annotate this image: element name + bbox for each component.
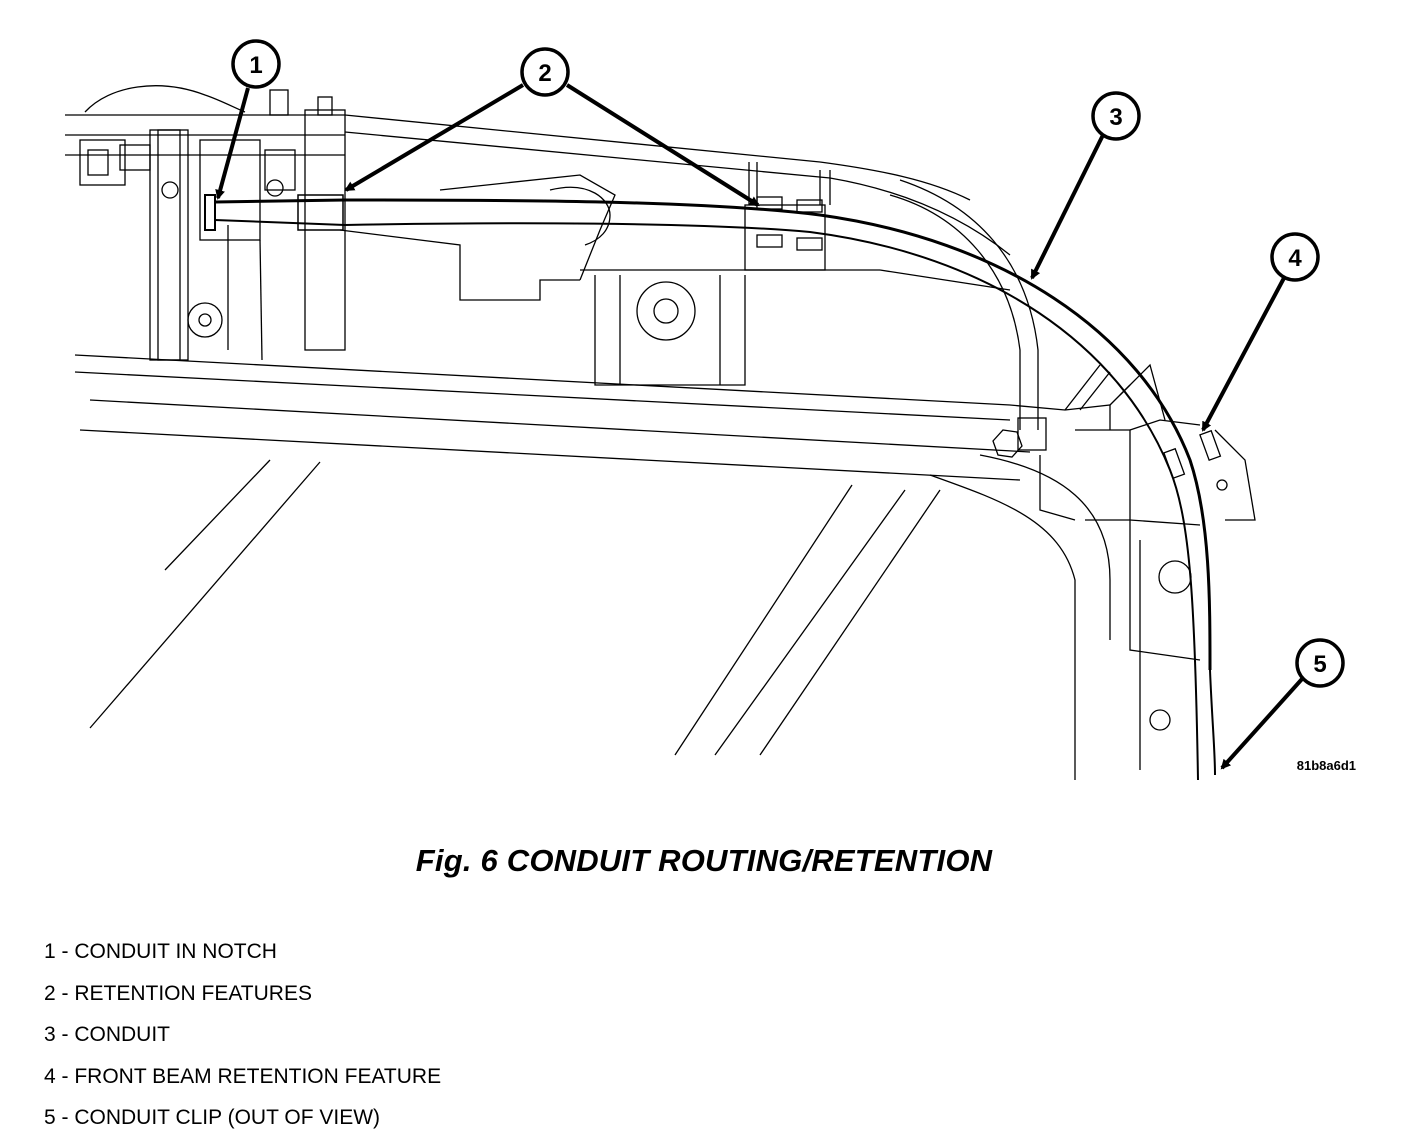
callout-5: 5	[1295, 638, 1345, 688]
legend-item-1: 1 - CONDUIT IN NOTCH	[44, 940, 277, 963]
callout-1: 1	[231, 39, 281, 89]
legend-item-4: 4 - FRONT BEAM RETENTION FEATURE	[44, 1064, 442, 1088]
callout-2: 2	[520, 47, 570, 97]
callout-4: 4	[1270, 232, 1320, 282]
legend-item-2: 2 - RETENTION FEATURES	[44, 981, 312, 1005]
legend-item-5: 5 - CONDUIT CLIP (OUT OF VIEW)	[44, 1106, 381, 1129]
callout-3-number: 3	[1109, 104, 1122, 131]
callout-4-number: 4	[1288, 245, 1302, 272]
callout-1-number: 1	[249, 52, 262, 79]
conduit-routing-diagram: 1 2 3 4 5 81b8a6d1	[65, 39, 1356, 781]
legend-item-3: 3 - CONDUIT	[44, 1023, 170, 1046]
image-code: 81b8a6d1	[1297, 758, 1356, 773]
callout-arrows	[215, 83, 1304, 770]
legend-list: 1 - CONDUIT IN NOTCH 2 - RETENTION FEATU…	[44, 938, 441, 1146]
callout-2-number: 2	[538, 60, 551, 87]
callout-5-number: 5	[1313, 651, 1326, 678]
callout-3: 3	[1091, 91, 1141, 141]
conduit	[204, 194, 1216, 781]
background-structure	[65, 85, 1256, 780]
figure-caption: Fig. 6 CONDUIT ROUTING/RETENTION	[415, 843, 993, 878]
